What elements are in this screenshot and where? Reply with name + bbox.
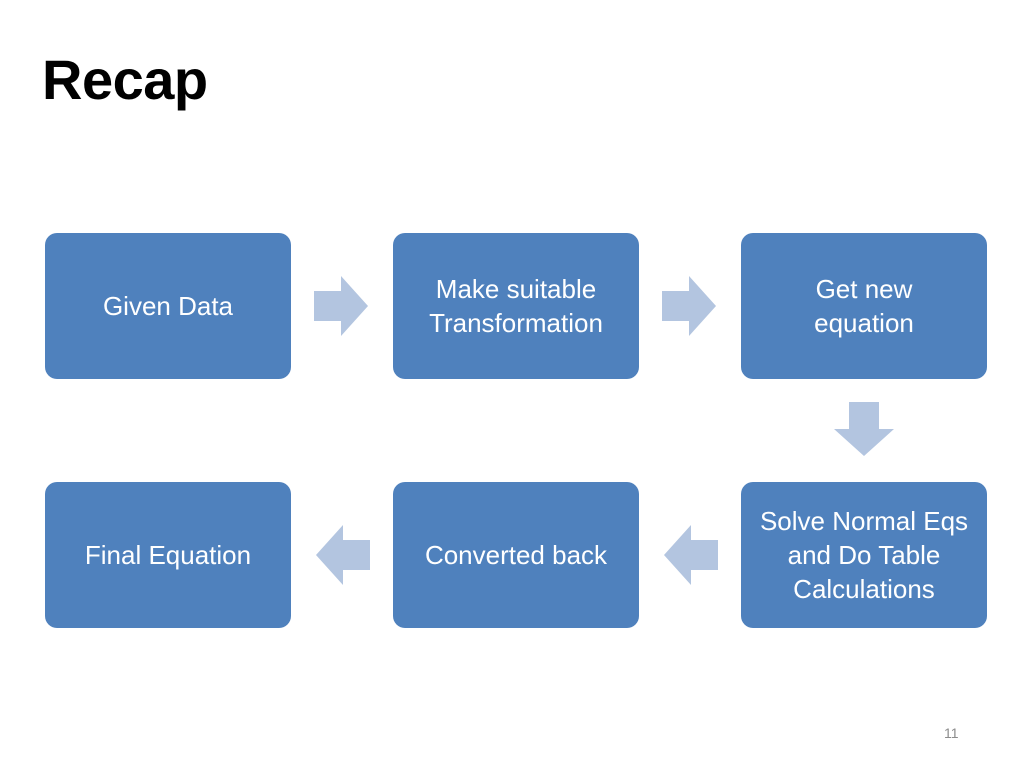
arrow-left-icon	[664, 525, 718, 585]
arrow-right-icon	[314, 276, 368, 336]
step-label: Get new equation	[814, 274, 914, 338]
step-converted-back: Converted back	[393, 482, 639, 628]
step-make-suitable-transformation: Make suitable Transformation	[393, 233, 639, 379]
arrow-left-icon	[316, 525, 370, 585]
page-number: 11	[944, 725, 959, 741]
step-get-new-equation: Get new equation	[741, 233, 987, 379]
step-label: Converted back	[424, 540, 608, 570]
step-label: Given Data	[102, 291, 234, 321]
step-final-equation: Final Equation	[45, 482, 291, 628]
step-label: Solve Normal Eqs and Do Table Calculatio…	[759, 506, 969, 604]
slide-title: Recap	[42, 48, 208, 111]
step-solve-normal-eqs: Solve Normal Eqs and Do Table Calculatio…	[741, 482, 987, 628]
step-label: Final Equation	[84, 540, 252, 570]
arrow-down-icon	[834, 402, 894, 456]
step-label: Make suitable Transformation	[429, 274, 603, 338]
step-given-data: Given Data	[45, 233, 291, 379]
arrow-right-icon	[662, 276, 716, 336]
